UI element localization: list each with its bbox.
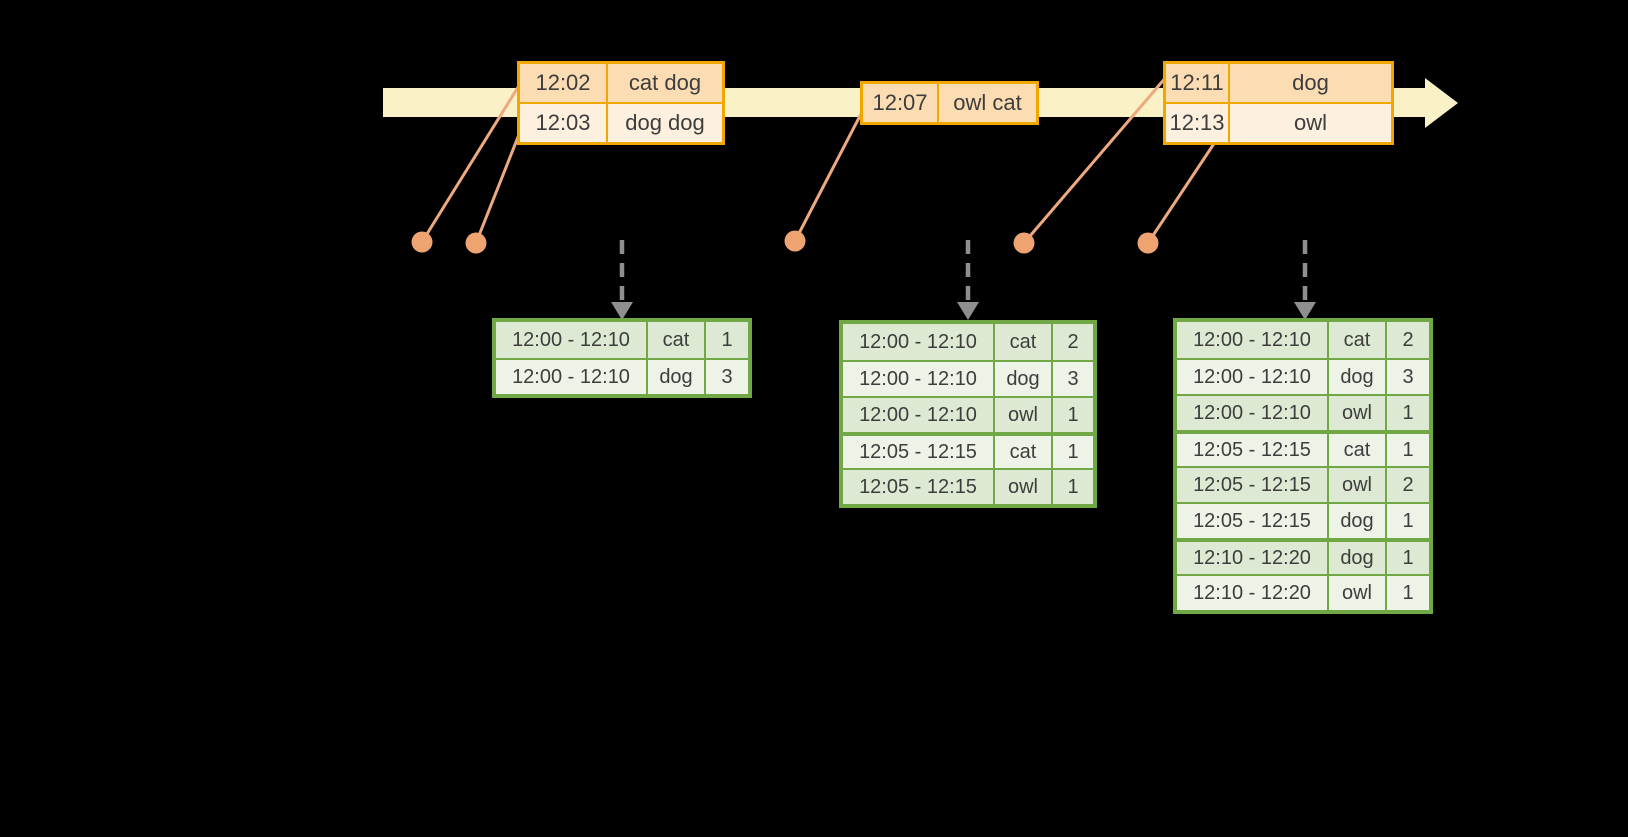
result-word-cell: dog bbox=[1327, 504, 1385, 538]
result-window-cell: 12:00 - 12:10 bbox=[859, 367, 977, 390]
result-word-cell: dog bbox=[1327, 542, 1385, 574]
result-window-cell: 12:05 - 12:15 bbox=[1193, 509, 1311, 532]
result-window-cell: 12:00 - 12:10 bbox=[859, 330, 977, 353]
result-window-cell: 12:10 - 12:20 bbox=[1193, 581, 1311, 604]
result-count-cell: 3 bbox=[1385, 360, 1429, 394]
result-word-cell: cat bbox=[1327, 434, 1385, 466]
result-count-cell: 2 bbox=[1385, 468, 1429, 502]
result-row: 12:00 - 12:10 owl 1 bbox=[1177, 394, 1429, 430]
result-word-cell: cat bbox=[1327, 322, 1385, 358]
event-words-cell: dog dog bbox=[606, 104, 722, 142]
event-dot-icon bbox=[784, 230, 806, 252]
event-words-cell: dog bbox=[1228, 64, 1391, 102]
event-row: 12:02 cat dog bbox=[520, 64, 722, 102]
event-time-cell: 12:11 bbox=[1170, 70, 1224, 95]
result-count-cell: 2 bbox=[1385, 322, 1429, 358]
result-word-cell: dog bbox=[993, 362, 1051, 396]
result-window-cell: 12:05 - 12:15 bbox=[1193, 438, 1311, 461]
connector-line bbox=[1022, 75, 1169, 244]
result-count-cell: 1 bbox=[1385, 576, 1429, 610]
event-row: 12:11 dog bbox=[1166, 64, 1391, 102]
event-table-1: 12:02 cat dog 12:03 dog dog bbox=[517, 61, 725, 145]
event-dot-icon bbox=[411, 231, 433, 253]
event-row: 12:13 owl bbox=[1166, 102, 1391, 142]
result-row: 12:05 - 12:15 cat 1 bbox=[1177, 430, 1429, 466]
event-time-cell: 12:02 bbox=[535, 70, 591, 95]
result-word-cell: owl bbox=[993, 470, 1051, 504]
event-table-3: 12:11 dog 12:13 owl bbox=[1163, 61, 1394, 145]
event-row: 12:03 dog dog bbox=[520, 102, 722, 142]
result-window-cell: 12:05 - 12:15 bbox=[1193, 473, 1311, 496]
result-row: 12:10 - 12:20 dog 1 bbox=[1177, 538, 1429, 574]
timeline-arrowhead-icon bbox=[1425, 78, 1458, 128]
result-row: 12:10 - 12:20 owl 1 bbox=[1177, 574, 1429, 610]
result-count-cell: 1 bbox=[1385, 396, 1429, 430]
result-word-cell: owl bbox=[1327, 396, 1385, 430]
event-time-cell: 12:03 bbox=[535, 110, 591, 135]
trigger-arrowhead-icon bbox=[957, 302, 979, 320]
result-window-cell: 12:00 - 12:10 bbox=[512, 328, 630, 351]
result-word-cell: owl bbox=[993, 398, 1051, 432]
result-row: 12:00 - 12:10 cat 2 bbox=[843, 324, 1093, 360]
event-table-2: 12:07 owl cat bbox=[860, 81, 1039, 125]
result-count-cell: 3 bbox=[704, 360, 748, 394]
result-row: 12:00 - 12:10 cat 1 bbox=[496, 322, 748, 358]
result-count-cell: 3 bbox=[1051, 362, 1093, 396]
result-row: 12:05 - 12:15 dog 1 bbox=[1177, 502, 1429, 538]
event-words-cell: cat dog bbox=[606, 64, 722, 102]
connector-line bbox=[474, 126, 524, 244]
result-window-cell: 12:00 - 12:10 bbox=[1193, 401, 1311, 424]
event-row: 12:07 owl cat bbox=[863, 84, 1036, 122]
result-row: 12:05 - 12:15 owl 2 bbox=[1177, 466, 1429, 502]
result-count-cell: 1 bbox=[1051, 398, 1093, 432]
connector-line bbox=[793, 111, 864, 242]
result-count-cell: 1 bbox=[704, 322, 748, 358]
result-row: 12:05 - 12:15 owl 1 bbox=[843, 468, 1093, 504]
result-window-cell: 12:05 - 12:15 bbox=[859, 440, 977, 463]
result-word-cell: dog bbox=[646, 360, 704, 394]
result-word-cell: cat bbox=[993, 324, 1051, 360]
trigger-arrowhead-icon bbox=[611, 302, 633, 320]
event-dot-icon bbox=[465, 232, 487, 254]
event-words-cell: owl bbox=[1228, 104, 1391, 142]
result-row: 12:05 - 12:15 cat 1 bbox=[843, 432, 1093, 468]
result-word-cell: cat bbox=[646, 322, 704, 358]
result-word-cell: owl bbox=[1327, 468, 1385, 502]
event-words-cell: owl cat bbox=[937, 84, 1036, 122]
result-count-cell: 1 bbox=[1385, 542, 1429, 574]
result-row: 12:00 - 12:10 dog 3 bbox=[1177, 358, 1429, 394]
result-window-cell: 12:00 - 12:10 bbox=[1193, 328, 1311, 351]
result-word-cell: cat bbox=[993, 436, 1051, 468]
result-word-cell: dog bbox=[1327, 360, 1385, 394]
result-window-cell: 12:00 - 12:10 bbox=[859, 403, 977, 426]
result-window-cell: 12:00 - 12:10 bbox=[1193, 365, 1311, 388]
result-table-1: 12:00 - 12:10 cat 1 12:00 - 12:10 dog 3 bbox=[492, 318, 752, 398]
result-window-cell: 12:00 - 12:10 bbox=[512, 365, 630, 388]
result-table-3: 12:00 - 12:10 cat 2 12:00 - 12:10 dog 3 … bbox=[1173, 318, 1433, 614]
trigger-arrowhead-icon bbox=[1294, 302, 1316, 320]
result-count-cell: 1 bbox=[1051, 470, 1093, 504]
event-dot-icon bbox=[1013, 232, 1035, 254]
result-word-cell: owl bbox=[1327, 576, 1385, 610]
result-row: 12:00 - 12:10 cat 2 bbox=[1177, 322, 1429, 358]
result-count-cell: 2 bbox=[1051, 324, 1093, 360]
connector-line bbox=[420, 83, 522, 243]
result-count-cell: 1 bbox=[1385, 504, 1429, 538]
result-row: 12:00 - 12:10 dog 3 bbox=[496, 358, 748, 394]
event-time-cell: 12:13 bbox=[1169, 110, 1225, 135]
result-table-2: 12:00 - 12:10 cat 2 12:00 - 12:10 dog 3 … bbox=[839, 320, 1097, 508]
result-row: 12:00 - 12:10 dog 3 bbox=[843, 360, 1093, 396]
result-window-cell: 12:05 - 12:15 bbox=[859, 475, 977, 498]
event-dot-icon bbox=[1137, 232, 1159, 254]
event-time-cell: 12:07 bbox=[872, 90, 928, 115]
result-count-cell: 1 bbox=[1385, 434, 1429, 466]
result-row: 12:00 - 12:10 owl 1 bbox=[843, 396, 1093, 432]
result-count-cell: 1 bbox=[1051, 436, 1093, 468]
result-window-cell: 12:10 - 12:20 bbox=[1193, 546, 1311, 569]
